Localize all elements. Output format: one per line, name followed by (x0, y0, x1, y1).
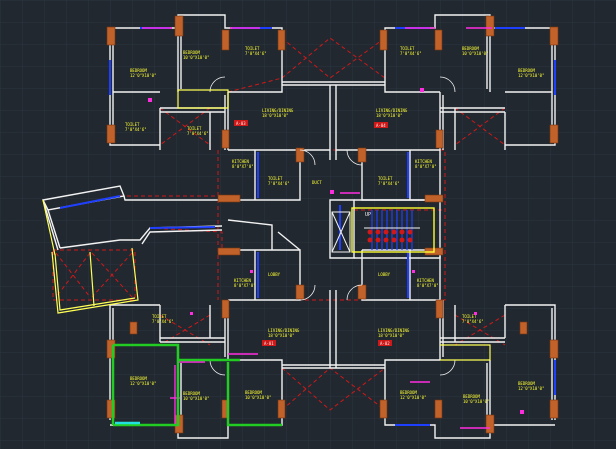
room-dims: 10'0"X10'0" (462, 51, 489, 56)
lift-shaft (331, 211, 351, 253)
room-dims: 7'0"X4'6" (378, 181, 400, 186)
room-name: BEDROOM (183, 50, 200, 55)
room-name: TOILET (125, 122, 140, 127)
room-dims: 12'0"X10'0" (518, 73, 545, 78)
room-dims: 18'0"X10'0" (262, 113, 289, 118)
room-name: BEDROOM (463, 394, 480, 399)
room-name: TOILET (268, 176, 283, 181)
room-dims: 8'0"X7'0" (232, 164, 254, 169)
room-dims: 7'0"X4'6" (462, 319, 484, 324)
room-name: TOILET (378, 176, 393, 181)
room-dims: 12'0"X10'0" (518, 386, 545, 391)
room-name: KITCHEN (232, 159, 249, 164)
room-dims: 12'0"X10'0" (400, 395, 427, 400)
room-dims: 10'0"X10'0" (463, 399, 490, 404)
room-name: LOBBY (268, 272, 281, 277)
room-dims: 18'0"X10'0" (268, 333, 295, 338)
room-name: BEDROOM (400, 390, 417, 395)
staircase: UP (351, 207, 435, 253)
yellow-outlines (42, 89, 491, 361)
room-dims: 12'0"X10'0" (130, 73, 157, 78)
room-name: TOILET (462, 314, 477, 319)
room-dims: 8'0"X7'0" (234, 283, 256, 288)
room-dims: 10'0"X10'0" (183, 396, 210, 401)
door-swings (209, 76, 456, 376)
unit-tag: A-02 (380, 341, 390, 346)
unit-tag: A-03 (236, 121, 246, 126)
fixture-markers (148, 88, 524, 414)
unit-tag: A-04 (376, 123, 386, 128)
room-dims: 10'0"X10'0" (183, 55, 210, 60)
room-name: KITCHEN (234, 278, 251, 283)
room-name: BEDROOM (183, 391, 200, 396)
room-name: LIVING/DINING (262, 108, 294, 113)
room-name: LOBBY (378, 272, 391, 277)
room-name: DUCT (312, 180, 322, 185)
room-name: TOILET (152, 314, 167, 319)
room-name: TOILET (400, 46, 415, 51)
highlighted-walls (111, 343, 282, 427)
room-name: BEDROOM (462, 46, 479, 51)
room-dims: 12'0"X10'0" (130, 381, 157, 386)
room-name: BEDROOM (518, 68, 535, 73)
room-name: TOILET (187, 126, 202, 131)
unit-tags: A-03 A-04 A-01 A-02 (234, 120, 392, 346)
room-name: BEDROOM (245, 390, 262, 395)
room-dims: 7'0"X4'6" (125, 127, 147, 132)
stair-up-label: UP (365, 212, 371, 218)
room-dims: 10'0"X10'0" (245, 395, 272, 400)
room-dims: 7'0"X4'6" (187, 131, 209, 136)
room-name: BEDROOM (518, 381, 535, 386)
room-dims: 8'0"X7'0" (415, 164, 437, 169)
room-name: LIVING/DINING (376, 108, 408, 113)
room-dims: 8'0"X7'0" (417, 283, 439, 288)
room-name: LIVING/DINING (268, 328, 300, 333)
room-dims: 18'0"X10'0" (378, 333, 405, 338)
room-name: BEDROOM (130, 376, 147, 381)
room-dims: 7'0"X4'6" (245, 51, 267, 56)
doors (142, 27, 492, 429)
room-dims: 7'0"X4'6" (400, 51, 422, 56)
room-dims: 7'0"X4'6" (152, 319, 174, 324)
room-name: BEDROOM (130, 68, 147, 73)
room-name: TOILET (245, 46, 260, 51)
room-name: KITCHEN (415, 159, 432, 164)
room-name: LIVING/DINING (378, 328, 410, 333)
room-name: KITCHEN (417, 278, 434, 283)
room-dims: 7'0"X4'6" (268, 181, 290, 186)
room-labels: BEDROOM 12'0"X10'0" BEDROOM 10'0"X10'0" … (125, 46, 545, 404)
room-dims: 18'0"X10'0" (376, 113, 403, 118)
unit-tag: A-01 (264, 341, 274, 346)
